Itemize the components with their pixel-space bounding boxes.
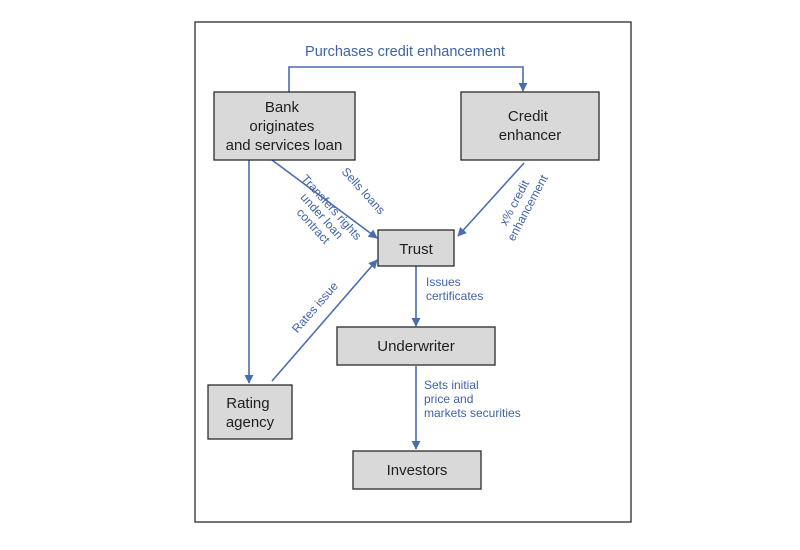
node-credit-enhancer: Credit enhancer xyxy=(460,91,600,161)
issues-certificates-label: Issues certificates xyxy=(426,275,483,303)
credit-enhancement-arrow xyxy=(457,162,525,237)
rates-issue-arrow xyxy=(271,259,378,382)
node-trust: Trust xyxy=(377,229,455,267)
node-investors: Investors xyxy=(352,450,482,490)
node-underwriter-label: Underwriter xyxy=(377,338,455,355)
node-rating-agency-label: Rating agency xyxy=(226,395,275,431)
purchases-label: Purchases credit enhancement xyxy=(305,44,505,60)
node-credit-enhancer-label: Credit enhancer xyxy=(499,108,562,144)
node-underwriter: Underwriter xyxy=(336,326,496,366)
purchases-arrow xyxy=(288,66,528,92)
node-investors-label: Investors xyxy=(387,462,448,479)
node-rating-agency: Rating agency xyxy=(207,384,293,440)
node-bank-label: Bank originates and services loan xyxy=(226,99,343,154)
sets-price-label: Sets initial price and markets securitie… xyxy=(424,378,521,420)
node-trust-label: Trust xyxy=(399,241,433,258)
sells-loans-arrow xyxy=(271,159,378,239)
node-bank: Bank originates and services loan xyxy=(213,91,356,161)
